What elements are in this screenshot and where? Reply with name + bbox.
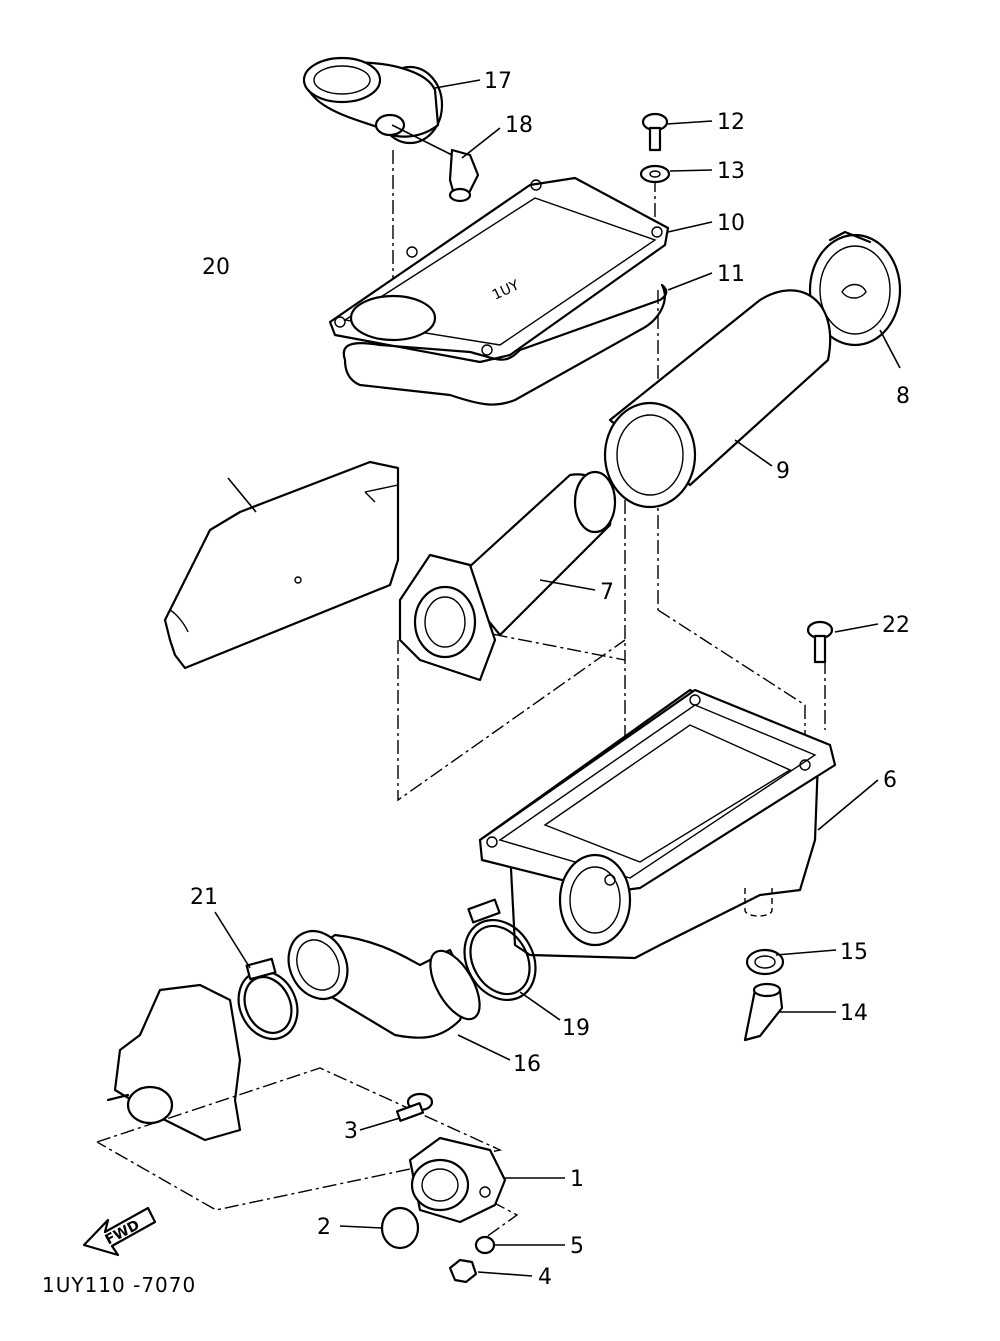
drain-clamp (745, 948, 785, 976)
callout-16: 16 (513, 1052, 541, 1077)
callout-12: 12 (717, 110, 745, 135)
callout-6: 6 (883, 768, 897, 793)
hose-clamp-left (237, 957, 299, 1040)
callout-19: 19 (562, 1016, 590, 1041)
carburetor-outline (106, 983, 242, 1142)
callout-5: 5 (570, 1234, 584, 1259)
drain-hose (743, 982, 784, 1042)
cover-gasket (342, 283, 668, 406)
callout-9: 9 (776, 459, 790, 484)
callout-11: 11 (717, 262, 745, 287)
joint-screw (395, 1092, 434, 1122)
callout-21: 21 (190, 885, 218, 910)
breather-elbow (391, 124, 480, 203)
carburetor-joint (408, 1136, 507, 1224)
callout-17: 17 (484, 69, 512, 94)
callout-22: 22 (882, 613, 910, 638)
callout-15: 15 (840, 940, 868, 965)
forward-arrow-icon: FWD (82, 1206, 157, 1257)
callout-labels: 17 18 12 13 10 11 8 9 7 20 22 6 15 14 19… (190, 69, 910, 1290)
diagram-code: 1UY110 -7070 (42, 1273, 196, 1297)
callout-4: 4 (538, 1265, 552, 1290)
washer (639, 164, 671, 184)
leader-lines (214, 79, 901, 1277)
element-end-cap (808, 230, 902, 347)
callout-10: 10 (717, 211, 745, 236)
side-cover (163, 460, 400, 670)
case-bolt (806, 620, 834, 664)
callout-7: 7 (600, 580, 614, 605)
air-cleaner-cover: 1UY (328, 176, 670, 364)
callout-8: 8 (896, 384, 910, 409)
air-filter-element (603, 289, 832, 509)
intake-joint (287, 930, 481, 1039)
o-ring (380, 1206, 420, 1250)
air-inlet-cap (302, 56, 444, 145)
callout-18: 18 (505, 113, 533, 138)
lock-washer (474, 1235, 496, 1255)
nut (448, 1258, 478, 1284)
air-cleaner-case (478, 688, 837, 960)
callout-3: 3 (344, 1119, 358, 1144)
callout-20: 20 (202, 255, 230, 280)
callout-2: 2 (317, 1215, 331, 1240)
element-holder (398, 470, 617, 682)
callout-14: 14 (840, 1001, 868, 1026)
cover-screw (641, 112, 669, 152)
callout-1: 1 (570, 1167, 584, 1192)
callout-13: 13 (717, 159, 745, 184)
